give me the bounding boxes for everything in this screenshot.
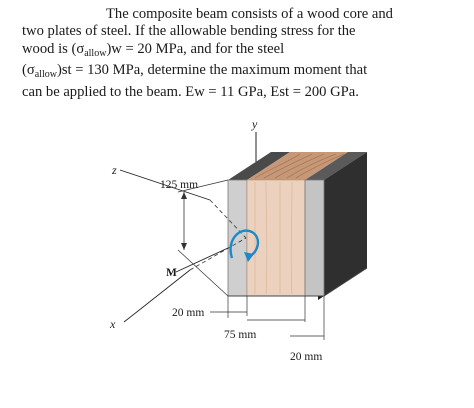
problem-line-3: wood is (σallow)w = 20 MPa, and for the … bbox=[22, 40, 285, 59]
y-axis-label: y bbox=[251, 117, 258, 131]
problem-line-5: can be applied to the beam. Ew = 11 GPa,… bbox=[22, 83, 359, 100]
core-dimension-label: 75 mm bbox=[224, 329, 256, 341]
plate-dimension-label: 20 mm bbox=[172, 307, 204, 319]
problem-line-2: two plates of steel. If the allowable be… bbox=[22, 23, 356, 40]
steel-side-face bbox=[324, 152, 367, 296]
neutral-axis-x bbox=[189, 237, 247, 271]
z-axis-line bbox=[119, 169, 211, 201]
wood-top-grain bbox=[254, 153, 345, 179]
moment-arrow bbox=[229, 229, 260, 259]
x-axis-label: x bbox=[109, 317, 116, 331]
height-dimension-label: 125 mm bbox=[160, 179, 198, 191]
problem-statement: The composite beam consists of a wood co… bbox=[22, 6, 452, 101]
moment-arrowhead bbox=[244, 252, 254, 262]
height-ext-bottom bbox=[177, 249, 229, 297]
steel-top-right bbox=[305, 152, 367, 180]
z-axis-label: z bbox=[111, 163, 117, 177]
problem-line-4: (σallow)st = 130 MPa, determine the maxi… bbox=[22, 62, 368, 81]
moment-leader bbox=[175, 247, 229, 273]
height-arrow-top bbox=[181, 192, 187, 199]
problem-line-1: The composite beam consists of a wood co… bbox=[106, 6, 393, 22]
x-axis-line bbox=[123, 269, 191, 323]
height-arrow-bottom bbox=[181, 243, 187, 250]
plate2-dimension-label: 20 mm bbox=[290, 351, 322, 363]
height-ext-top bbox=[177, 179, 229, 193]
moment-label: M bbox=[166, 267, 177, 279]
wood-front-grain bbox=[254, 181, 293, 295]
steel-top-left bbox=[228, 152, 290, 180]
steel-front-right bbox=[304, 179, 325, 297]
steel-front-left bbox=[227, 179, 248, 297]
wood-front bbox=[246, 179, 306, 297]
